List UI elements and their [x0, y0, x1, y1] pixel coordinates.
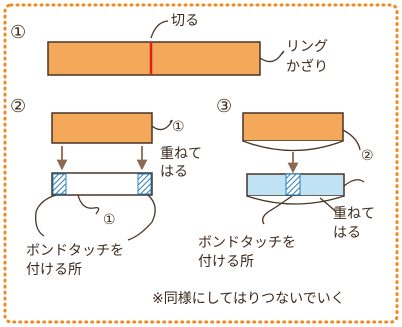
step3-overlap-line2: はる [333, 225, 361, 241]
step2-bond-line1: ボンドタッチを [26, 243, 124, 259]
cut-label: 切る [171, 13, 199, 29]
step2-inner-ref-curl [77, 194, 100, 215]
step3-bond-line1: ボンドタッチを [198, 235, 296, 251]
step2-inner-ref-number: ① [103, 212, 116, 228]
step2-ref-number: ① [172, 119, 185, 135]
step3-ref-number: ② [361, 148, 374, 164]
dotted-border [3, 3, 399, 324]
ring-pointer-curl [259, 50, 285, 63]
step2-bond-pointer-right [127, 194, 156, 241]
step2-overlap-line1: 重ねて [160, 146, 202, 162]
step2-bond-line2: 付ける所 [26, 262, 82, 278]
step3-number: ③ [216, 96, 232, 117]
step3-ref-pointer [342, 129, 361, 151]
step3-overlap-line1: 重ねて [333, 206, 375, 222]
ring-label-line2: かざり [286, 58, 328, 75]
cut-pointer-line [150, 20, 169, 39]
step2-glue-area-left [52, 173, 67, 195]
step3-bottom-curve [246, 195, 345, 205]
ring-label-line1: リング [286, 39, 328, 55]
step1-paper-strip [47, 41, 261, 76]
step2-number: ② [10, 96, 26, 117]
step3-overlap-pointer [319, 197, 337, 213]
step2-white-strip [51, 172, 153, 196]
step3-bond-line2: 付ける所 [198, 254, 254, 270]
step2-paper-strip [51, 112, 153, 144]
step1-number: ① [10, 22, 26, 43]
step2-ref-curl [151, 119, 173, 131]
step3-paper-strip [242, 112, 344, 142]
step3-top-curve [242, 140, 344, 152]
step2-glue-area-right [137, 173, 152, 195]
step2-overlap-line2: はる [160, 164, 188, 180]
step3-curl-right [343, 179, 365, 187]
step3-bond-pointer [262, 195, 293, 225]
step2-bond-pointer-left [35, 194, 57, 237]
footnote: ※同様にしてはりつないでいく [152, 291, 345, 307]
step3-glue-area [285, 173, 301, 196]
